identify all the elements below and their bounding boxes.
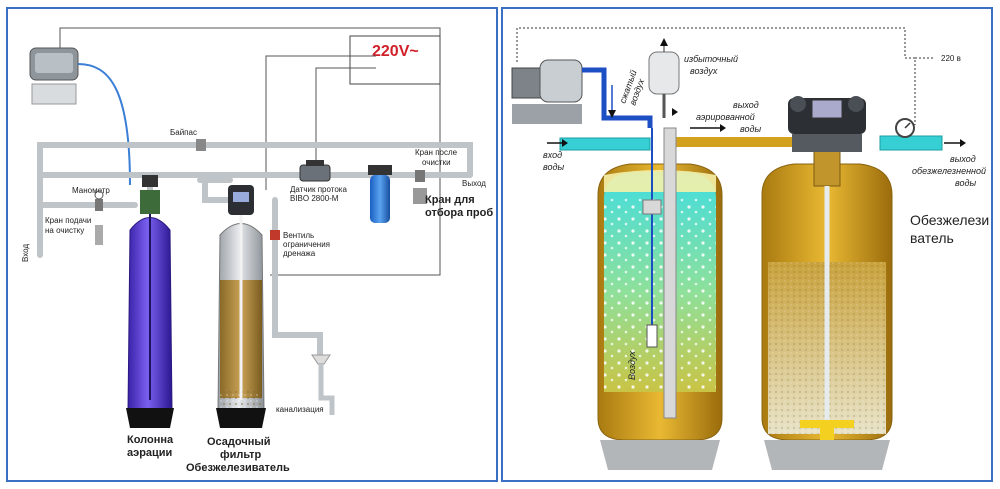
control-wire-2 [315,67,376,160]
column-label-1: Колонна [127,434,174,446]
air-hose [77,63,131,186]
power-box [349,35,441,85]
right-compressor-icon [511,59,583,124]
deironer-tank [761,149,893,470]
drain-valve-label-3: дренажа [283,249,316,258]
power-wire [59,27,441,276]
voltage-label: 220V~ [372,43,419,60]
water-in-label-1: вход [543,150,562,160]
aeration-tank [597,127,723,470]
supply-valve-label-1: Кран подачи [45,216,91,225]
valve-after-label-2: очистки [422,158,451,167]
valve-after-label-1: Кран после [415,148,458,157]
water-in-label-2: воды [543,162,564,172]
deironed-out-label-2: обезжелезненной [912,166,986,176]
excess-air-label-1: избыточный [684,54,738,64]
supply-valve-label-2: на очистку [45,226,84,235]
right-voltage-label: 220 в [941,54,961,63]
control-line [516,27,916,125]
column-label-2: аэрации [127,447,172,459]
excess-air-label-2: воздух [690,66,718,76]
deironer-label-1: Обезжелези [910,212,989,228]
left-schematic: 220V~ [21,27,493,474]
flow-sensor-label-1: Датчик протока [290,185,347,194]
sewer-label: канализация [276,405,324,414]
outlet-label: Выход [462,179,486,188]
blue-filter-icon [368,165,392,223]
right-panel-frame [501,7,993,482]
drain-valve-label-1: Вентиль [283,231,314,240]
flow-arrows [547,127,960,144]
filter-label-1: Осадочный [207,436,271,448]
outlet-pipe [879,135,943,151]
pressure-gauge-label: Манометр [72,186,110,195]
outlet-gauge-icon [895,118,915,138]
deironer-label-2: ватель [910,230,954,246]
sample-valve-label-1: Кран для [425,194,475,206]
inlet-pipe [559,137,651,151]
aerated-out-label-2: аэрированной [696,112,755,122]
filter-label-3: Обезжелезиватель [186,462,290,474]
flow-sensor-icon [299,160,331,182]
deironed-out-label-1: выход [950,154,976,164]
aeration-column [126,175,174,428]
aerated-out-label-1: выход [733,100,759,110]
pipework [37,142,473,358]
drain-valve-label-2: ограничения [283,240,330,249]
flow-sensor-label-2: BIBO 2800-M [290,194,339,203]
air-label: Воздух [627,351,637,380]
sample-valve-label-2: отбора проб [425,207,493,219]
arrow-heads [562,38,966,147]
aerated-out-label-3: воды [740,124,761,134]
valves [94,139,427,245]
compressed-air-hose [582,67,653,128]
filter-label-2: фильтр [220,449,262,461]
compressor-icon [29,47,79,105]
right-schematic: сжатый воздух избыточный воздух выход аэ… [511,27,989,470]
control-valve-icon [788,96,866,152]
drain-funnel-icon [311,354,335,415]
inlet-label: Вход [21,244,30,262]
deironed-out-label-3: воды [955,178,976,188]
bypass-label: Байпас [170,128,197,137]
sediment-filter [216,185,266,428]
